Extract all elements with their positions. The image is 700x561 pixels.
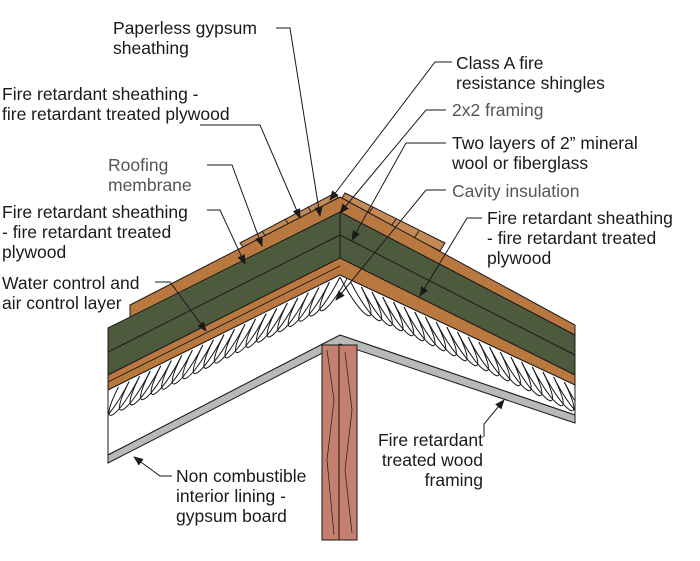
insulation-loop [266, 297, 299, 338]
insulation-loop [119, 370, 151, 411]
leader-paperless-gypsum [276, 27, 323, 217]
insulation-loop [414, 311, 447, 352]
label-fire-retardant-top: Fire retardant sheathing - fire retardan… [2, 84, 230, 124]
insulation-loop [446, 326, 479, 367]
leader-fire-retardant-framing [483, 399, 505, 437]
label-roofing-membrane: Roofing membrane [108, 155, 192, 195]
insulation-loop [457, 331, 489, 372]
insulation-loop [140, 360, 172, 401]
insulation-loop [499, 351, 532, 392]
insulation-loop [235, 313, 267, 354]
insulation-loop [542, 371, 575, 412]
mineral-wool-split-right [339, 234, 576, 356]
leader-mineral-wool [351, 142, 446, 241]
insulation-loop [403, 306, 436, 347]
insulation-loop [360, 286, 393, 327]
mineral-wool-split-left [107, 234, 341, 353]
insulation-loop [510, 356, 543, 397]
label-fire-retardant-right: Fire retardant sheathing - fire retardan… [487, 208, 673, 268]
insulation-loop [287, 287, 320, 327]
insulation-loop [489, 346, 521, 387]
label-interior-lining: Non combustible interior lining - gypsum… [176, 466, 307, 526]
wood-framing-post [321, 344, 358, 541]
insulation-loop [224, 318, 257, 359]
insulation-loop [256, 302, 288, 343]
insulation-loop [108, 376, 141, 416]
insulation-loop [521, 361, 553, 402]
insulation-loop [108, 381, 130, 422]
leader-class-a-shingles [329, 61, 452, 201]
insulation-loop [203, 329, 235, 369]
label-fire-retardant-framing: Fire retardant treated wood framing [377, 430, 483, 490]
label-class-a-shingles: Class A fire resistance shingles [456, 53, 605, 93]
insulation-loop [350, 281, 383, 322]
leader-fire-retardant-top [200, 124, 301, 219]
insulation-loop [531, 366, 564, 407]
label-water-air-control: Water control and air control layer [2, 273, 140, 313]
leader-interior-lining [133, 456, 172, 477]
label-paperless-gypsum: Paperless gypsum sheathing [113, 18, 257, 58]
insulation-loop [192, 334, 225, 374]
insulation-loop [563, 381, 575, 422]
insulation-loop [371, 291, 404, 332]
insulation-loop [478, 341, 511, 382]
water-air-control-line [107, 265, 341, 383]
label-cavity-insulation: Cavity insulation [452, 181, 580, 201]
insulation-loop [553, 376, 575, 417]
leader-fire-retardant-right [419, 217, 482, 297]
gypsum-board [107, 334, 576, 464]
leader-2x2-framing [339, 109, 446, 214]
insulation-loop [161, 349, 193, 390]
insulation-loop [339, 276, 372, 317]
insulation-loop [150, 355, 183, 395]
insulation-loop [298, 282, 330, 322]
insulation-loop [319, 275, 351, 312]
leader-fire-retardant-left [207, 209, 246, 265]
insulation-loop [467, 336, 500, 377]
insulation-loop [425, 316, 457, 357]
leader-roofing-membrane [207, 164, 263, 247]
insulation-loop [213, 323, 246, 364]
label-2x2-framing: 2x2 framing [452, 100, 544, 120]
insulation-loop [129, 365, 162, 406]
insulation-loop [435, 321, 468, 362]
insulation-loop [382, 296, 415, 337]
leader-cavity-insulation [335, 189, 446, 301]
label-mineral-wool: Two layers of 2” mineral wool or fibergl… [452, 133, 638, 173]
insulation-loop [392, 301, 425, 342]
insulation-loop [245, 308, 278, 348]
insulation-loop [308, 276, 341, 317]
leader-water-air-control [155, 281, 207, 332]
label-fire-retardant-left: Fire retardant sheathing - fire retardan… [2, 202, 188, 262]
insulation-loop [182, 339, 214, 380]
insulation-loop [171, 344, 204, 385]
insulation-loop [277, 292, 309, 333]
insulation-batt-pattern [108, 275, 575, 422]
